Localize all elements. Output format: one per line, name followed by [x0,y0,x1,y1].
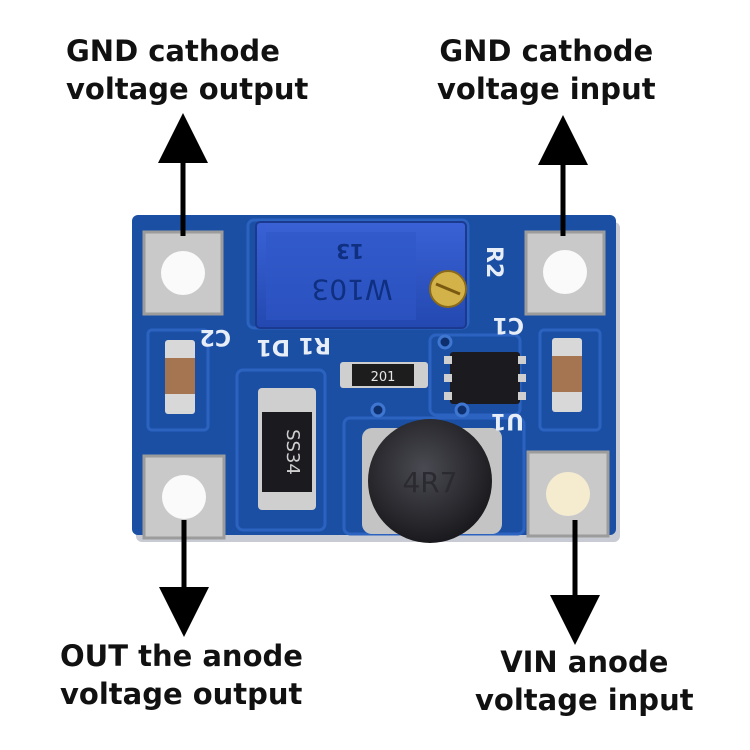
silk-c1: C1 [493,312,524,337]
potentiometer: 13 W103 [255,221,467,329]
capacitor-c1 [552,338,582,412]
pot-code-line1: 13 [336,239,364,263]
ic-u1 [444,352,526,404]
resistor-r1: 201 [340,362,428,388]
label-line: GND cathode [66,34,280,68]
silk-d1: D1 [256,334,290,359]
resistor-code: 201 [371,370,396,385]
label-line: voltage input [437,72,656,106]
arrows [158,113,600,645]
pot-code-line2: W103 [311,273,392,306]
vias [370,334,470,418]
label-vin-anode: VIN anode voltage input [475,643,694,719]
label-line: VIN anode [500,645,669,679]
label-gnd-output: GND cathode voltage output [66,32,308,108]
label-line: voltage input [475,683,694,717]
silk-c2: C2 [200,324,231,349]
pad-bottom-right [526,450,610,538]
capacitor-c2 [165,340,195,414]
inductor-marking: 4R7 [402,466,457,499]
silk-r2: R2 [481,246,506,278]
silk-u1: U1 [491,408,524,433]
label-line: voltage output [60,677,303,711]
silk-r1: R1 [299,332,331,357]
diode-marking: SS34 [282,429,303,475]
pad-top-right [524,230,606,316]
inductor: 4R7 [362,419,502,543]
label-line: OUT the anode [60,639,303,673]
label-line: voltage output [66,72,309,106]
label-line: GND cathode [439,34,654,68]
diode-d1: SS34 [258,388,316,510]
label-out-anode: OUT the anode voltage output [60,637,303,713]
pad-top-left [142,230,224,316]
label-gnd-input: GND cathode voltage input [437,32,656,108]
